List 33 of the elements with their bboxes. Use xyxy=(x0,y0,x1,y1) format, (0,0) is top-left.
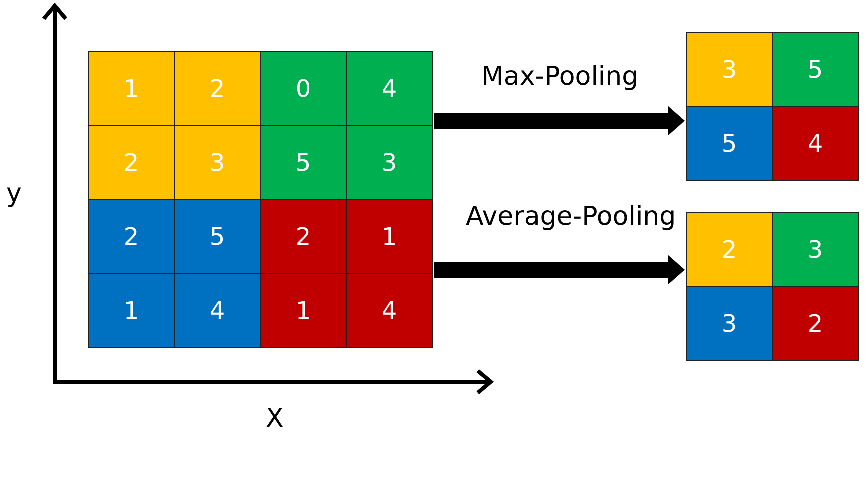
matrix-cell: 2 xyxy=(773,287,859,361)
matrix-cell: 4 xyxy=(773,107,859,181)
edge-label: Max-Pooling xyxy=(482,62,639,92)
matrix-cell: 3 xyxy=(347,126,433,200)
pooled-matrix xyxy=(686,212,859,361)
matrix-cell: 0 xyxy=(261,52,347,126)
matrix-cell: 2 xyxy=(89,126,175,200)
arrow xyxy=(434,106,685,136)
matrix-cell: 5 xyxy=(175,200,261,274)
matrix-cell: 1 xyxy=(261,274,347,348)
matrix-cell: 3 xyxy=(175,126,261,200)
arrow xyxy=(434,255,685,285)
matrix-cell: 1 xyxy=(347,200,433,274)
matrix-cell: 2 xyxy=(175,52,261,126)
matrix-cell: 3 xyxy=(773,213,859,287)
matrix-cell: 2 xyxy=(89,200,175,274)
matrix-cell: 3 xyxy=(687,33,773,107)
matrix-cell: 5 xyxy=(687,107,773,181)
matrix-cell: 5 xyxy=(773,33,859,107)
matrix-cell: 4 xyxy=(347,274,433,348)
matrix-cell: 4 xyxy=(347,52,433,126)
matrix-cell: 1 xyxy=(89,52,175,126)
matrix-cell: 2 xyxy=(261,200,347,274)
axis-label: X xyxy=(266,404,284,434)
edge-label: Average-Pooling xyxy=(466,202,676,232)
matrix-cell: 1 xyxy=(89,274,175,348)
axis-label: y xyxy=(6,180,22,208)
input-matrix xyxy=(88,51,433,348)
pooled-matrix xyxy=(686,32,859,181)
matrix-cell: 2 xyxy=(687,213,773,287)
matrix-cell: 4 xyxy=(175,274,261,348)
matrix-cell: 3 xyxy=(687,287,773,361)
matrix-cell: 5 xyxy=(261,126,347,200)
